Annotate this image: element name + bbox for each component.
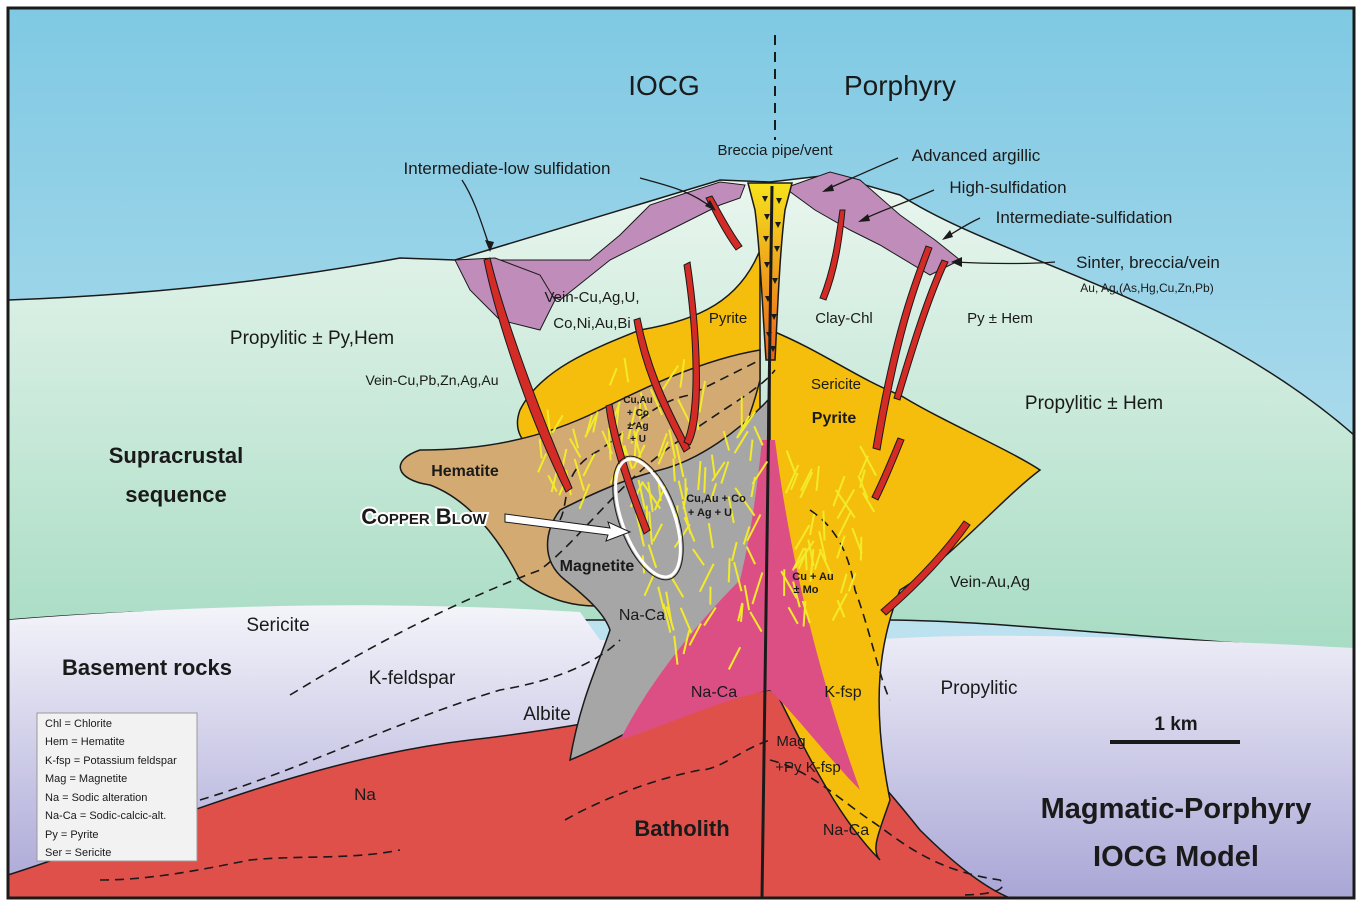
intermediate-low-label: Intermediate-low sulfidation — [404, 159, 611, 178]
pyrite-left-label: Pyrite — [709, 310, 747, 327]
model-title-line2: IOCG Model — [1093, 841, 1259, 873]
py-hem-label: Py ± Hem — [967, 310, 1033, 327]
legend-item: Na-Ca = Sodic-calcic-alt. — [45, 810, 166, 822]
hematite-label: Hematite — [431, 463, 499, 480]
propylitic-right-label: Propylitic ± Hem — [1025, 393, 1163, 414]
basement-label: Basement rocks — [62, 655, 232, 680]
legend-item: Na = Sodic alteration — [45, 792, 147, 804]
sinter-label: Sinter, breccia/vein — [1076, 253, 1220, 272]
model-title-line1: Magmatic-Porphyry — [1041, 793, 1312, 825]
vein-cu-pb-label: Vein-Cu,Pb,Zn,Ag,Au — [365, 372, 498, 388]
stockwork-veinlet — [823, 511, 824, 541]
na-ca-upper-label: Na-Ca — [619, 607, 665, 624]
cu-au-label-3: ± Ag — [627, 421, 648, 432]
cu-au-label-4: + U — [630, 434, 646, 445]
propylitic-lower-label: Propylitic — [940, 678, 1017, 699]
legend-item: Py = Pyrite — [45, 829, 99, 841]
porphyry-title: Porphyry — [844, 70, 956, 101]
sericite-right-label: Sericite — [811, 376, 861, 393]
cu-au-mo-label-2: ± Mo — [794, 584, 819, 596]
copper-blow-label: Copper Blow — [361, 504, 487, 529]
clay-chl-label: Clay-Chl — [815, 310, 873, 327]
propylitic-left-label: Propylitic ± Py,Hem — [230, 328, 394, 349]
vein-cu-ag-u-label-1: Vein-Cu,Ag,U, — [544, 289, 639, 306]
stockwork-veinlet — [673, 459, 674, 482]
stockwork-veinlet — [729, 558, 730, 582]
legend-item: Ser = Sericite — [45, 847, 111, 859]
legend-item: Mag = Magnetite — [45, 773, 127, 785]
k-feldspar-label: K-feldspar — [369, 668, 456, 689]
legend-item: K-fsp = Potassium feldspar — [45, 755, 177, 767]
breccia-pipe-label: Breccia pipe/vent — [717, 142, 833, 159]
legend-item: Chl = Chlorite — [45, 718, 112, 730]
magnetite-label: Magnetite — [560, 558, 635, 575]
pyrite-right-label: Pyrite — [812, 410, 857, 427]
supracrustal-label-1: Supracrustal — [109, 443, 244, 468]
iocg-title: IOCG — [628, 70, 700, 101]
na-ca-lower-label: Na-Ca — [823, 822, 869, 839]
scale-label: 1 km — [1154, 714, 1197, 735]
k-fsp-label: K-fsp — [824, 684, 861, 701]
advanced-argillic-label: Advanced argillic — [912, 146, 1041, 165]
cu-au-mo-label-1: Cu + Au — [792, 571, 833, 583]
batholith-label: Batholith — [634, 816, 729, 841]
na-ca-mid-label: Na-Ca — [691, 684, 737, 701]
cu-au-co-label-2: + Ag + U — [688, 507, 732, 519]
supracrustal-label-2: sequence — [125, 482, 227, 507]
mag-label-1: Mag — [776, 733, 805, 750]
high-sulfidation-label: High-sulfidation — [949, 178, 1066, 197]
cu-au-co-label-1: Cu,Au + Co — [686, 493, 746, 505]
sinter-metals-label: Au, Ag,(As,Hg,Cu,Zn,Pb) — [1080, 281, 1213, 295]
sericite-left-label: Sericite — [246, 615, 309, 636]
vein-cu-ag-u-label-2: Co,Ni,Au,Bi — [553, 315, 631, 332]
albite-label: Albite — [523, 704, 571, 725]
cu-au-label-2: + Co — [627, 408, 649, 419]
cu-au-label-1: Cu,Au — [623, 395, 652, 406]
stockwork-veinlet — [704, 467, 705, 493]
vein-au-ag-label: Vein-Au,Ag — [950, 574, 1030, 591]
na-label: Na — [354, 785, 376, 804]
mag-label-2: +Py K-fsp — [775, 759, 840, 776]
intermediate-sulfidation-label: Intermediate-sulfidation — [996, 208, 1173, 227]
legend-item: Hem = Hematite — [45, 736, 125, 748]
